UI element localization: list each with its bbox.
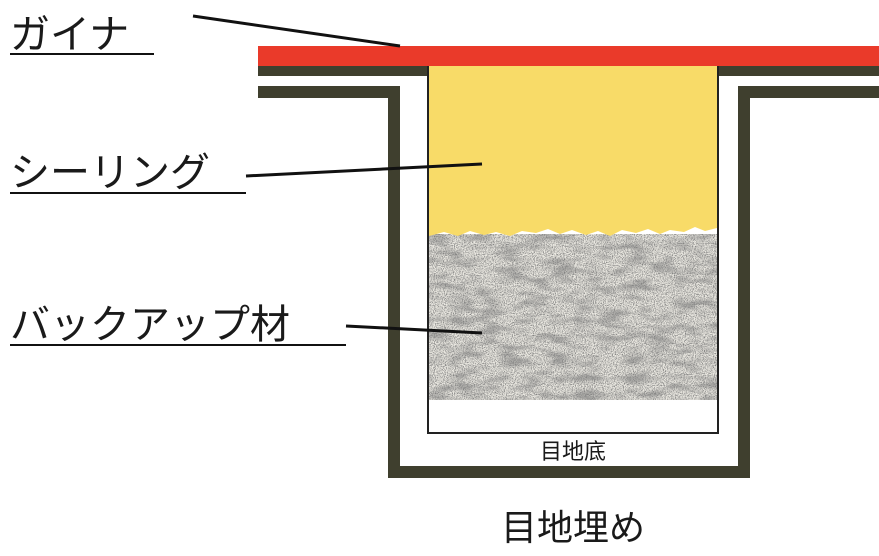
diagram-title: 目地埋め: [501, 508, 645, 549]
joint-bottom-label: 目地底: [540, 440, 606, 465]
sealing-label: シーリング: [10, 150, 210, 196]
gasket-leader: [192, 14, 401, 48]
sealant: [429, 66, 717, 236]
outer-wall: [258, 86, 879, 478]
sealing-leader: [245, 162, 483, 178]
backup-label: バックアップ材: [10, 302, 290, 348]
gasket-bar: [258, 46, 879, 66]
backup-material: [429, 234, 717, 400]
gasket-label: ガイナ: [10, 12, 129, 58]
backup-leader: [345, 324, 483, 335]
